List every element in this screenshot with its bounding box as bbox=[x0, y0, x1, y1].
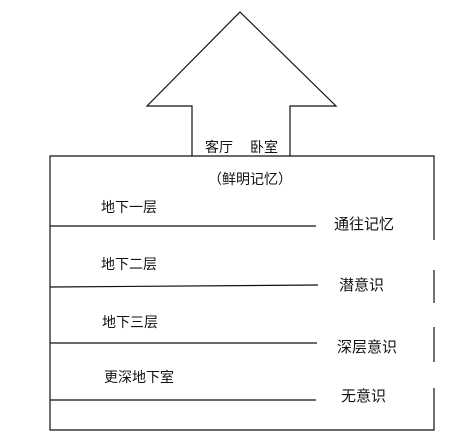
roof-arrow bbox=[145, 11, 338, 157]
floor-label-4: 更深地下室 bbox=[104, 370, 174, 386]
floor-meaning-3: 深层意识 bbox=[337, 338, 398, 356]
floor-meaning-1: 通往记忆 bbox=[334, 215, 395, 233]
house-walls bbox=[49, 155, 435, 431]
floor-label-3: 地下三层 bbox=[102, 315, 158, 331]
floor-meaning-4: 无意识 bbox=[341, 387, 387, 405]
wall-gap bbox=[430, 303, 438, 327]
floor-line-2 bbox=[49, 284, 319, 288]
living-room-label: 客厅 bbox=[205, 140, 233, 156]
floor-label-1: 地下一层 bbox=[101, 200, 157, 216]
wall-gap bbox=[430, 362, 438, 388]
floor-meaning-2: 潜意识 bbox=[339, 276, 385, 294]
floor-label-2: 地下二层 bbox=[101, 257, 157, 273]
vivid-memory-caption: （鲜明记忆） bbox=[208, 172, 292, 188]
wall-gap bbox=[430, 240, 438, 270]
bedroom-label: 卧室 bbox=[250, 140, 278, 156]
